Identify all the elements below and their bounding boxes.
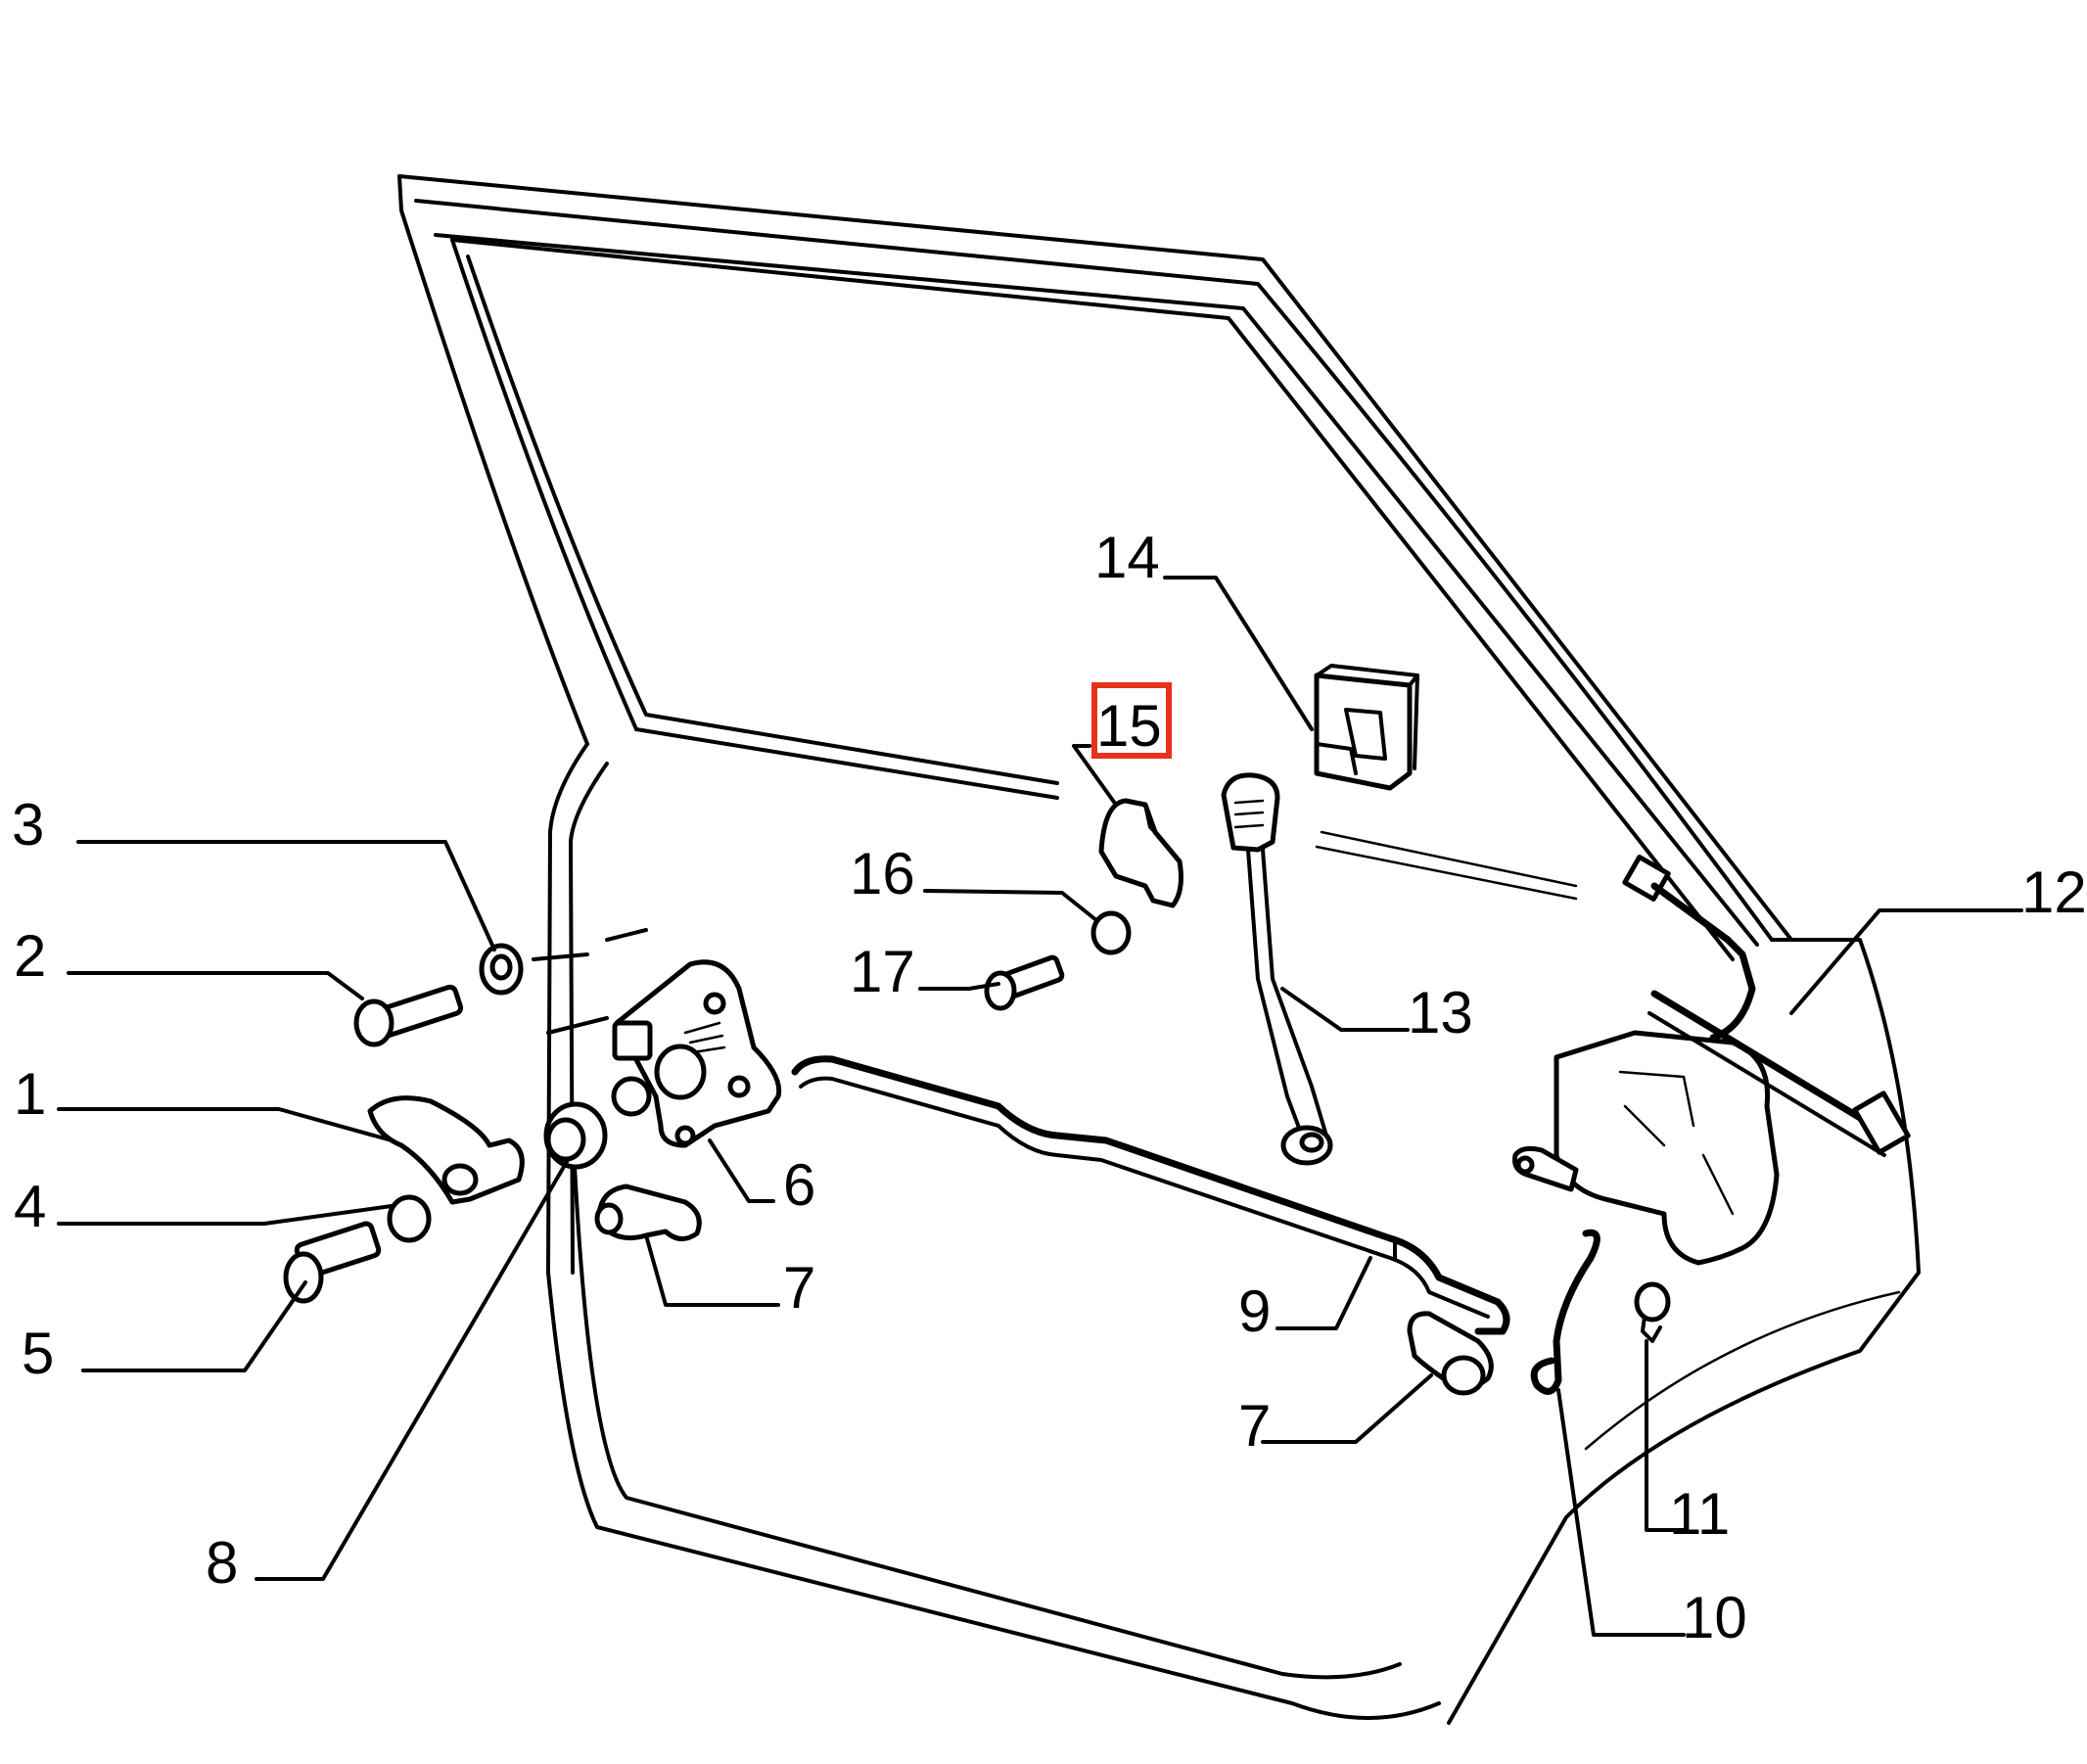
callout-labels: 3 2 1 4 5 8 6 7 9 7 10 11 12 13 14 15 16… xyxy=(12,525,2087,1650)
part-2-screw xyxy=(353,984,464,1047)
part-5-screw xyxy=(283,1221,382,1304)
callout-7-right: 7 xyxy=(1238,1393,1271,1459)
part-9-control-rod xyxy=(791,1055,1510,1335)
callout-16: 16 xyxy=(850,841,915,906)
part-13-window-lift-arm xyxy=(1221,772,1333,1166)
part-11-small-clip xyxy=(1634,1281,1671,1343)
part-17-screw xyxy=(984,954,1065,1011)
callout-12: 12 xyxy=(2021,859,2087,925)
part-10-hook-rod xyxy=(1530,1229,1600,1395)
part-7-rod-clip-left xyxy=(594,1184,702,1241)
part-4-washer xyxy=(387,1194,432,1243)
part-15-cap xyxy=(1098,798,1183,908)
part-6-lock-mechanism xyxy=(611,959,782,1148)
callout-13: 13 xyxy=(1408,980,1473,1045)
part-12-door-lock xyxy=(1512,855,1911,1266)
part-3-bushing xyxy=(479,943,524,996)
callout-17: 17 xyxy=(850,939,915,1004)
part-7-rod-clip-right xyxy=(1407,1311,1494,1396)
callout-11: 11 xyxy=(1669,1481,1730,1547)
callout-14: 14 xyxy=(1094,525,1160,590)
callout-2: 2 xyxy=(14,923,46,989)
callout-15: 15 xyxy=(1096,693,1162,759)
callout-4: 4 xyxy=(14,1174,46,1239)
callout-8: 8 xyxy=(206,1530,238,1596)
part-14-bracket xyxy=(1314,664,1419,791)
callout-6: 6 xyxy=(783,1152,815,1218)
callout-10: 10 xyxy=(1682,1585,1747,1650)
callout-15-highlight-box xyxy=(1091,682,1172,759)
callout-7-left: 7 xyxy=(783,1255,815,1321)
leader-lines xyxy=(57,576,2023,1637)
callout-5: 5 xyxy=(22,1321,54,1386)
callout-9: 9 xyxy=(1238,1278,1271,1344)
door-shell xyxy=(397,174,1921,1725)
part-1-handle-lever xyxy=(367,1095,525,1205)
callout-3: 3 xyxy=(12,792,44,858)
callout-1: 1 xyxy=(14,1061,46,1127)
part-16-washer xyxy=(1090,910,1132,955)
part-8-grommet xyxy=(543,1101,608,1170)
